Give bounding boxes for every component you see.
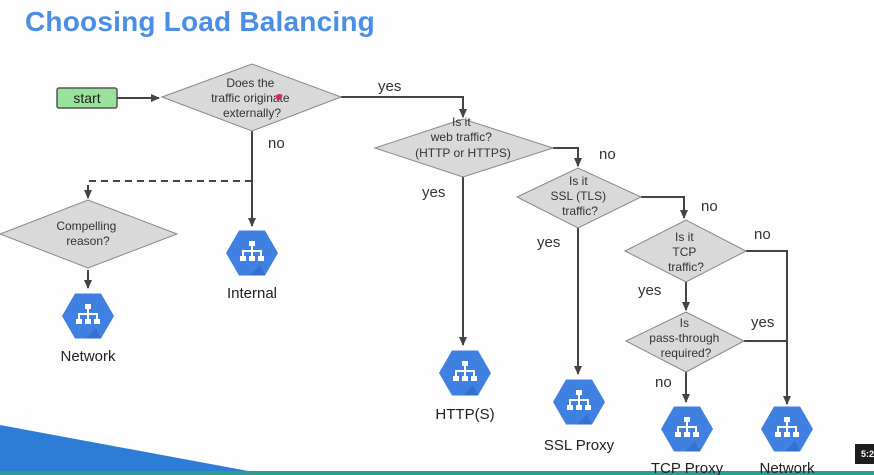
edge-label: yes (537, 234, 560, 251)
pointer-dot (276, 94, 282, 100)
decision-line: TCP (672, 245, 696, 259)
network-left-outcome: Network (60, 293, 116, 365)
page-title: Choosing Load Balancing (25, 6, 375, 37)
svg-text:Is it web traffic?: Is it web traffic? (HTTP or HTTPS) (415, 115, 511, 160)
decision-line: Is (680, 316, 689, 330)
decision-line: traffic? (562, 204, 598, 218)
edge-label: yes (378, 78, 401, 95)
decision-passthrough: Is pass-through required? (624, 311, 746, 373)
ssl-proxy-outcome: SSL Proxy (544, 379, 615, 454)
decision-line: Is it (675, 230, 694, 244)
decision-compelling: Compelling reason? (0, 199, 179, 269)
outcome-label: Network (60, 348, 116, 365)
edge-label: yes (638, 282, 661, 299)
decision-ssl: Is it SSL (TLS) traffic? (515, 167, 643, 229)
load-balancing-icon (62, 293, 114, 339)
load-balancing-icon (553, 379, 605, 425)
footer-blue-band (0, 425, 270, 475)
outcome-label: SSL Proxy (544, 437, 615, 454)
decision-line: SSL (TLS) (551, 189, 607, 203)
network-right-outcome: Network (759, 406, 815, 475)
decision-line: Does the (226, 76, 274, 90)
edge-label: no (655, 374, 672, 391)
decision-line: required? (661, 346, 712, 360)
decision-line: web traffic? (430, 130, 492, 144)
decision-line: traffic originate (211, 91, 290, 105)
decision-tcp: Is it TCP traffic? (623, 219, 748, 283)
load-balancing-icon (761, 406, 813, 452)
svg-text:Is it TCP traffic?: Is it TCP traffic? (668, 230, 704, 274)
internal-outcome: Internal (226, 230, 278, 302)
outcome-label: TCP Proxy (651, 460, 724, 475)
edge-label: no (701, 198, 718, 215)
edge-label: yes (422, 184, 445, 201)
decision-line: reason? (66, 234, 110, 248)
load-balancing-icon (226, 230, 278, 276)
start-node: start (56, 87, 118, 109)
decision-external: Does the traffic originate externally? (160, 63, 343, 132)
load-balancing-icon (439, 350, 491, 396)
svg-text:Does the traffic origina: Does the traffic originate externally? (211, 76, 293, 120)
https-outcome: HTTP(S) (435, 350, 495, 423)
decision-line: Is it (452, 115, 471, 129)
start-label: start (73, 90, 100, 106)
decision-line: Is it (569, 174, 588, 188)
outcome-label: Network (759, 460, 815, 475)
edge-label: yes (751, 314, 774, 331)
load-balancing-icon (661, 406, 713, 452)
decision-web: Is it web traffic? (HTTP or HTTPS) (373, 115, 555, 178)
decision-line: pass-through (649, 331, 719, 345)
connectors (84, 94, 791, 405)
decision-line: externally? (223, 106, 281, 120)
tcp-proxy-outcome: TCP Proxy (651, 406, 724, 475)
outcome-label: Internal (227, 285, 277, 302)
video-timestamp: 5:2 (855, 444, 874, 464)
decision-line: (HTTP or HTTPS) (415, 146, 511, 160)
outcome-label: HTTP(S) (435, 406, 494, 423)
footer-green-line (0, 471, 874, 475)
edge-label: no (268, 135, 285, 152)
decision-line: traffic? (668, 260, 704, 274)
svg-text:Compelling reason?: Compelling reason? (56, 219, 119, 248)
decision-line: Compelling (56, 219, 116, 233)
edge-label: no (599, 146, 616, 163)
svg-text:Is it SSL (TLS) tr: Is it SSL (TLS) traffic? (551, 174, 610, 218)
edge-label: no (754, 226, 771, 243)
svg-text:Is pass-through re: Is pass-through required? (649, 316, 722, 360)
